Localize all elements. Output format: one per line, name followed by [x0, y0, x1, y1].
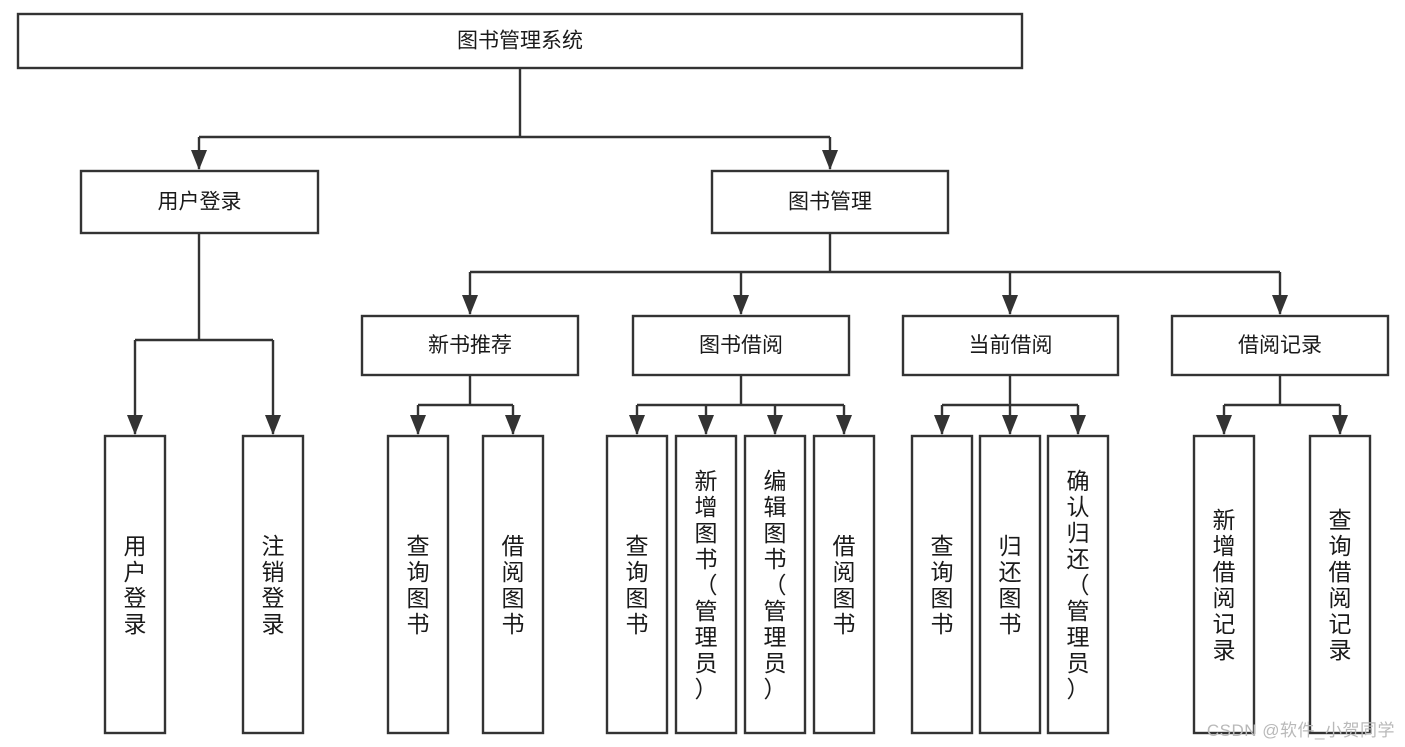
node-leaf-3[interactable]: 借阅图书: [481, 434, 545, 735]
node-level2-0-label: 用户登录: [158, 191, 242, 214]
node-level3-1-label: 图书借阅: [699, 334, 783, 357]
node-leaf-3-box[interactable]: [481, 434, 545, 735]
arrowhead-icon: [822, 150, 838, 170]
arrowhead-icon: [767, 415, 783, 435]
node-leaf-12[interactable]: 查询借阅记录: [1308, 434, 1372, 735]
arrowhead-icon: [1002, 415, 1018, 435]
node-leaf-0-label: 用户登录: [124, 533, 147, 637]
node-leaf-2-label: 查询图书: [407, 533, 430, 637]
node-leaf-6-label: 编辑图书（管理员）: [764, 468, 787, 702]
node-leaf-1[interactable]: 注销登录: [241, 434, 305, 735]
node-level3-0-box[interactable]: [360, 314, 580, 377]
node-leaf-9-box[interactable]: [978, 434, 1042, 735]
node-leaf-11[interactable]: 新增借阅记录: [1192, 434, 1256, 735]
arrowhead-icon: [934, 415, 950, 435]
node-leaf-9-label: 归还图书: [999, 533, 1022, 637]
node-leaf-9[interactable]: 归还图书: [978, 434, 1042, 735]
node-root-system[interactable]: 图书管理系统: [16, 12, 1024, 70]
node-leaf-0[interactable]: 用户登录: [103, 434, 167, 735]
arrowhead-icon: [733, 295, 749, 315]
node-level3-2-box[interactable]: [901, 314, 1120, 377]
arrowhead-icon: [1332, 415, 1348, 435]
arrowhead-icon: [1002, 295, 1018, 315]
node-leaf-2-box[interactable]: [386, 434, 450, 735]
node-level2-1-label: 图书管理: [788, 191, 872, 214]
node-leaf-12-box[interactable]: [1308, 434, 1372, 735]
node-level3-2[interactable]: 当前借阅: [901, 314, 1120, 377]
node-leaf-8-box[interactable]: [910, 434, 974, 735]
node-leaf-4[interactable]: 查询图书: [605, 434, 669, 735]
node-leaf-8[interactable]: 查询图书: [910, 434, 974, 735]
arrowhead-icon: [1216, 415, 1232, 435]
arrowhead-icon: [462, 295, 478, 315]
arrowhead-icon: [410, 415, 426, 435]
node-leaf-5-label: 新增图书（管理员）: [695, 468, 718, 702]
arrowhead-icon: [505, 415, 521, 435]
node-level3-0-label: 新书推荐: [428, 334, 512, 357]
node-leaf-6[interactable]: 编辑图书（管理员）: [743, 434, 807, 735]
node-leaf-11-box[interactable]: [1192, 434, 1256, 735]
arrowhead-icon: [191, 150, 207, 170]
node-leaf-3-label: 借阅图书: [502, 533, 525, 637]
node-leaf-4-box[interactable]: [605, 434, 669, 735]
node-leaf-1-box[interactable]: [241, 434, 305, 735]
node-level3-3[interactable]: 借阅记录: [1170, 314, 1390, 377]
arrowhead-icon: [698, 415, 714, 435]
node-leaf-2[interactable]: 查询图书: [386, 434, 450, 735]
node-level2-0[interactable]: 用户登录: [79, 169, 320, 235]
node-level3-0[interactable]: 新书推荐: [360, 314, 580, 377]
arrowhead-icon: [265, 415, 281, 435]
edges-layer: [127, 68, 1348, 435]
arrowhead-icon: [1272, 295, 1288, 315]
node-leaf-5-box[interactable]: [674, 434, 738, 735]
node-leaf-6-box[interactable]: [743, 434, 807, 735]
node-level2-1-box[interactable]: [710, 169, 950, 235]
node-leaf-7-box[interactable]: [812, 434, 876, 735]
arrowhead-icon: [127, 415, 143, 435]
node-level3-1[interactable]: 图书借阅: [631, 314, 851, 377]
node-leaf-5[interactable]: 新增图书（管理员）: [674, 434, 738, 735]
node-root-system-label: 图书管理系统: [457, 30, 583, 53]
node-level2-0-box[interactable]: [79, 169, 320, 235]
arrowhead-icon: [629, 415, 645, 435]
node-leaf-11-label: 新增借阅记录: [1213, 507, 1236, 663]
node-leaf-1-label: 注销登录: [262, 533, 285, 637]
node-level2-1[interactable]: 图书管理: [710, 169, 950, 235]
node-leaf-10[interactable]: 确认归还（管理员）: [1046, 434, 1110, 735]
node-leaf-8-label: 查询图书: [931, 533, 954, 637]
node-leaf-0-box[interactable]: [103, 434, 167, 735]
node-leaf-7-label: 借阅图书: [833, 533, 856, 637]
node-level3-2-label: 当前借阅: [969, 334, 1053, 357]
node-level3-3-label: 借阅记录: [1238, 334, 1322, 357]
node-leaf-7[interactable]: 借阅图书: [812, 434, 876, 735]
node-leaf-10-box[interactable]: [1046, 434, 1110, 735]
csdn-watermark: CSDN @软件_小贺同学: [1206, 721, 1395, 740]
node-level3-1-box[interactable]: [631, 314, 851, 377]
arrowhead-icon: [1070, 415, 1086, 435]
node-root-system-box[interactable]: [16, 12, 1024, 70]
node-leaf-4-label: 查询图书: [626, 533, 649, 637]
arrowhead-icon: [836, 415, 852, 435]
nodes-layer: 图书管理系统用户登录图书管理新书推荐图书借阅当前借阅借阅记录用户登录注销登录查询…: [16, 12, 1390, 735]
node-level3-3-box[interactable]: [1170, 314, 1390, 377]
node-leaf-10-label: 确认归还（管理员）: [1067, 468, 1090, 702]
node-leaf-12-label: 查询借阅记录: [1329, 507, 1352, 663]
